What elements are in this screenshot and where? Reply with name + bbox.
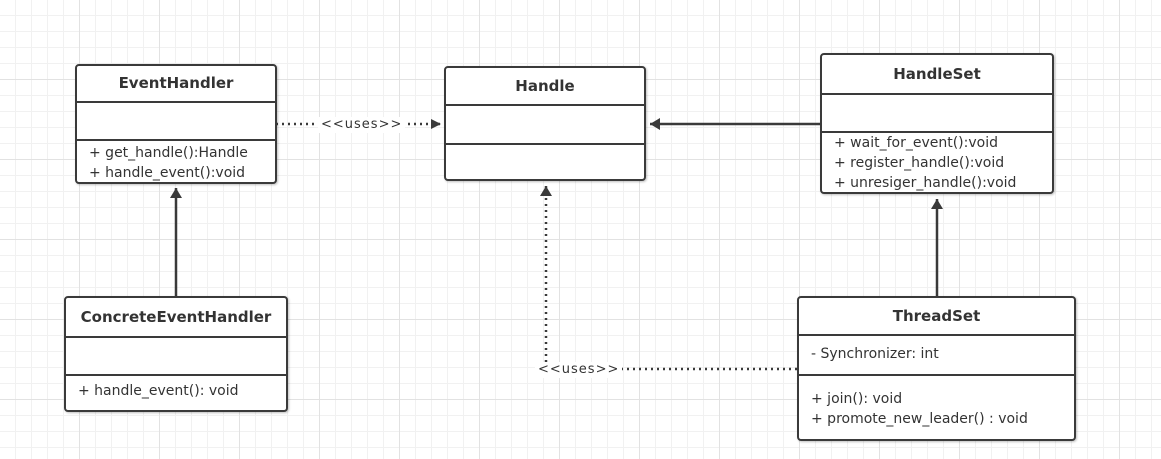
method-line: + join(): void — [811, 391, 903, 407]
class-methods: + get_handle():Handle + handle_event():v… — [77, 141, 275, 182]
class-event-handler[interactable]: EventHandler + get_handle():Handle + han… — [75, 64, 277, 184]
class-name: EventHandler — [77, 66, 275, 103]
uses-label-bottom: <<uses>> — [535, 362, 623, 378]
class-methods: + wait_for_event():void + register_handl… — [822, 133, 1052, 192]
attribute-line: - Synchronizer: int — [811, 346, 939, 362]
class-concrete-event-handler[interactable]: ConcreteEventHandler + handle_event(): v… — [64, 296, 288, 412]
method-line: + register_handle():void — [834, 155, 1005, 171]
class-methods: + join(): void + promote_new_leader() : … — [799, 376, 1074, 429]
class-attributes — [66, 338, 286, 376]
method-line: + promote_new_leader() : void — [811, 411, 1028, 427]
method-line: + handle_event(): void — [78, 383, 239, 399]
method-line: + get_handle():Handle — [89, 145, 248, 161]
class-attributes — [822, 95, 1052, 133]
class-methods — [446, 145, 644, 179]
class-handle[interactable]: Handle — [444, 66, 646, 181]
class-name: Handle — [446, 68, 644, 106]
method-line: + wait_for_event():void — [834, 135, 998, 151]
class-attributes: - Synchronizer: int — [799, 336, 1074, 376]
class-attributes — [446, 106, 644, 145]
method-line: + unresiger_handle():void — [834, 175, 1017, 191]
class-attributes — [77, 103, 275, 141]
class-name: ConcreteEventHandler — [66, 298, 286, 338]
class-thread-set[interactable]: ThreadSet - Synchronizer: int + join(): … — [797, 296, 1076, 441]
class-methods: + handle_event(): void — [66, 376, 286, 401]
method-line: + handle_event():void — [89, 165, 246, 181]
class-name: HandleSet — [822, 55, 1052, 95]
uses-label-top: <<uses>> — [318, 117, 406, 133]
class-name: ThreadSet — [799, 298, 1074, 336]
class-handle-set[interactable]: HandleSet + wait_for_event():void + regi… — [820, 53, 1054, 194]
edge-threadset-uses-handle[interactable] — [540, 186, 797, 371]
